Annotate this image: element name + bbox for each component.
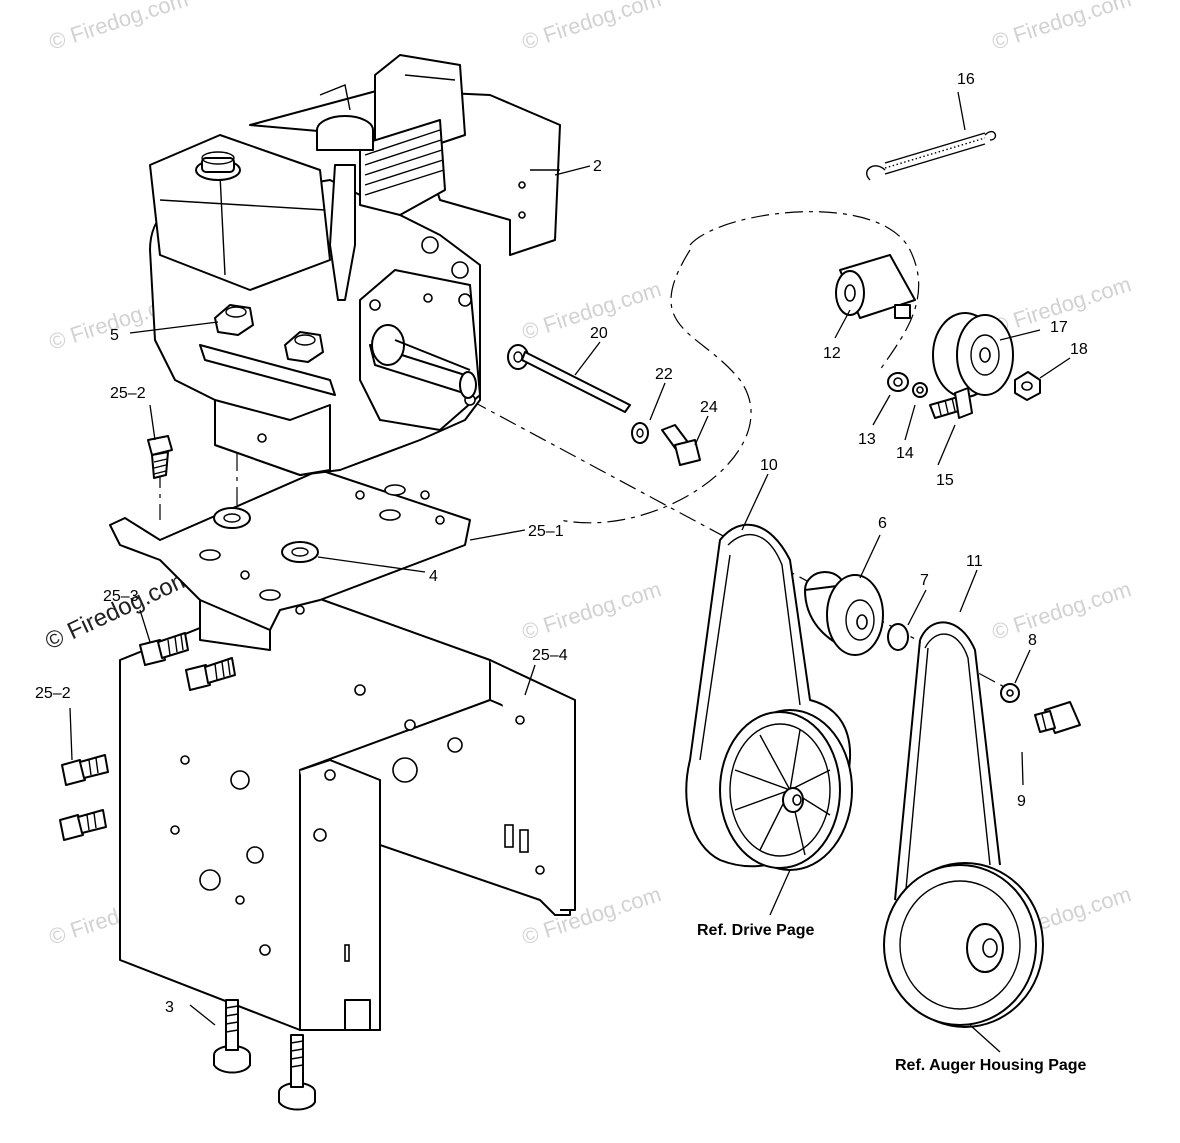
callout-5: 5 xyxy=(110,327,119,344)
callout-24: 24 xyxy=(700,399,718,416)
hex-bolt xyxy=(59,435,316,1111)
leader-lines xyxy=(69,91,1071,1053)
lock-washer xyxy=(213,507,319,563)
callout-labels: 2 3 4 5 6 7 8 9 10 11 12 13 14 15 16 17 … xyxy=(35,71,1088,1016)
watermark: © Firedog.com xyxy=(46,0,191,55)
watermark: © Firedog.com xyxy=(519,576,664,644)
ref-drive-page: Ref. Drive Page xyxy=(697,922,814,939)
callout-16: 16 xyxy=(957,71,975,88)
watermark: © Firedog.com xyxy=(989,576,1134,644)
callout-10: 10 xyxy=(760,457,778,474)
engine xyxy=(149,54,561,476)
callout-12: 12 xyxy=(823,345,841,362)
extension-spring xyxy=(866,130,997,181)
auger-pulley xyxy=(883,862,1044,1028)
callout-2: 2 xyxy=(593,158,602,175)
callout-9: 9 xyxy=(1017,793,1026,810)
drive-pulley-assembly xyxy=(804,571,1081,734)
idler-assembly xyxy=(835,130,1041,419)
callout-25-3: 25–3 xyxy=(103,588,139,605)
callout-18: 18 xyxy=(1070,341,1088,358)
reference-labels: Ref. Drive Page Ref. Auger Housing Page xyxy=(697,922,1087,1074)
watermark: © Firedog.com xyxy=(989,0,1134,55)
callout-15: 15 xyxy=(936,472,954,489)
cylinder-fins xyxy=(359,119,446,216)
hex-flange-nut xyxy=(214,304,324,363)
callout-25-2-top: 25–2 xyxy=(110,385,146,402)
callout-4: 4 xyxy=(429,568,438,585)
callout-17: 17 xyxy=(1050,319,1068,336)
callout-14: 14 xyxy=(896,445,914,462)
callout-20: 20 xyxy=(590,325,608,342)
drive-wheel-pulley xyxy=(719,709,853,871)
callout-7: 7 xyxy=(920,572,929,589)
callout-25-1: 25–1 xyxy=(528,523,564,540)
frame-housing xyxy=(119,589,576,1031)
callout-3: 3 xyxy=(165,999,174,1016)
callout-13: 13 xyxy=(858,431,876,448)
callout-6: 6 xyxy=(878,515,887,532)
callout-22: 22 xyxy=(655,366,673,383)
auger-belt xyxy=(894,621,1001,901)
shaft-key-and-bolt xyxy=(507,344,701,466)
callout-25-2-bottom: 25–2 xyxy=(35,685,71,702)
watermark: © Firedog.com xyxy=(519,0,664,55)
callout-11: 11 xyxy=(966,553,983,570)
callout-8: 8 xyxy=(1028,632,1037,649)
ref-auger-housing-page: Ref. Auger Housing Page xyxy=(895,1057,1087,1074)
callout-25-4: 25–4 xyxy=(532,647,568,664)
